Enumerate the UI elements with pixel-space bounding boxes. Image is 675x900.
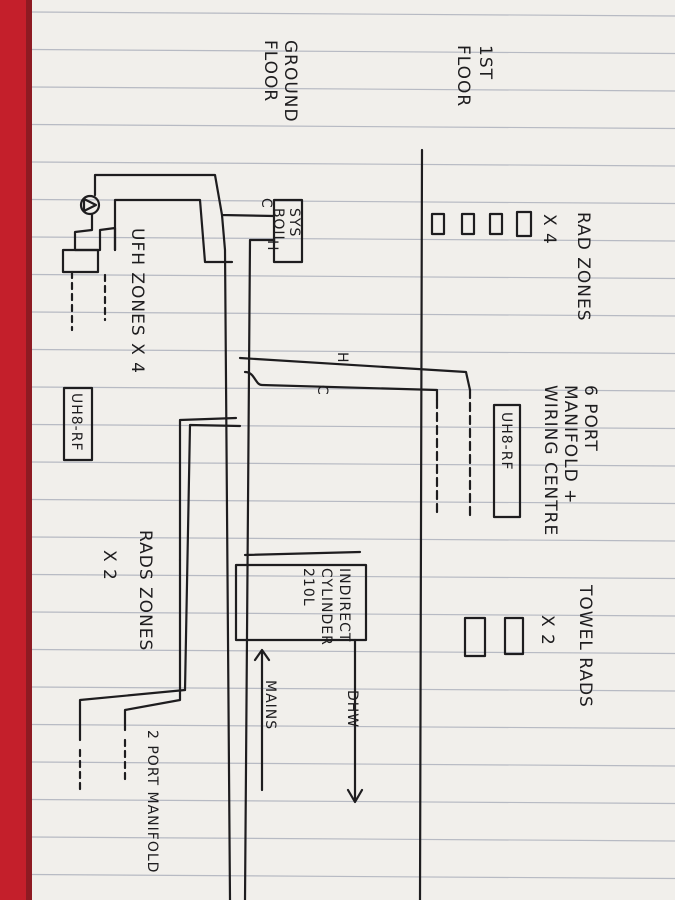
ufh-flow-pipe — [93, 173, 276, 218]
ruled-line — [31, 311, 675, 317]
cold-label: C — [314, 385, 330, 396]
cylinder-label: INDIRECT CYLINDER 210L — [300, 568, 352, 646]
cylinder-coil-pipe — [243, 550, 362, 557]
rads-manifold-pipe-b — [123, 558, 182, 732]
first-floor-label: 1ST FLOOR — [453, 45, 495, 107]
boiler-hot-label: H — [264, 240, 280, 252]
ruled-line — [31, 723, 675, 730]
svg-text:WIRING CENTRE: WIRING CENTRE — [540, 385, 560, 536]
svg-text:FLOOR: FLOOR — [453, 45, 473, 107]
first-floor-cold-pipe — [243, 370, 439, 402]
svg-text:210L: 210L — [300, 568, 316, 607]
ruled-line — [31, 836, 675, 842]
towel-rad — [503, 616, 525, 656]
dhw-label: DHW — [344, 690, 360, 728]
svg-text:RADS ZONES: RADS ZONES — [135, 530, 155, 651]
svg-text:BOIL: BOIL — [270, 208, 286, 244]
ruled-line — [31, 648, 675, 655]
towel-rad — [463, 616, 487, 658]
rads-return-pipe — [183, 423, 242, 692]
rads-zones-label: RADS ZONES X 2 — [99, 530, 155, 651]
svg-text:GROUND: GROUND — [280, 40, 300, 123]
return-main — [220, 213, 232, 900]
svg-text:X 2: X 2 — [537, 615, 557, 646]
rads-manifold-pipe-a — [78, 688, 187, 742]
ruled-line — [31, 48, 675, 55]
rad-zone-radiators — [430, 210, 533, 238]
system-boiler — [272, 198, 304, 264]
boiler-cold-label: C — [258, 198, 274, 209]
ufh-wiring-centre-label: UH8-RF — [68, 393, 84, 452]
ruled-line — [31, 611, 675, 617]
svg-text:X 2: X 2 — [99, 550, 119, 581]
mains-pipe — [253, 648, 271, 792]
ruled-line — [31, 236, 675, 242]
svg-text:FLOOR: FLOOR — [260, 40, 280, 102]
edge-shadow — [26, 0, 32, 900]
ruled-line — [31, 686, 675, 692]
towel-rads-label: TOWEL RADS X 2 — [537, 584, 595, 708]
ufh-zones-label: UFH ZONES X 4 — [127, 228, 147, 374]
svg-text:RAD ZONES: RAD ZONES — [573, 212, 593, 322]
ruled-line — [31, 86, 675, 92]
rads-flow-pipe — [178, 416, 238, 562]
ruled-line — [31, 161, 675, 167]
mains-label: MAINS — [262, 680, 278, 730]
ground-floor-label: GROUND FLOOR — [260, 40, 300, 123]
ruled-line — [31, 761, 675, 767]
ruled-line — [31, 873, 675, 880]
svg-text:X 4: X 4 — [539, 214, 559, 245]
floor-divider — [418, 148, 424, 900]
svg-text:MANIFOLD +: MANIFOLD + — [560, 385, 580, 504]
rad-zones-label: RAD ZONES X 4 — [539, 212, 593, 322]
ufh-manifold — [73, 213, 117, 252]
ufh-return-pipe — [113, 198, 234, 264]
ruled-line — [31, 11, 675, 17]
svg-text:INDIRECT: INDIRECT — [336, 568, 352, 642]
pump-icon — [79, 194, 101, 216]
svg-text:TOWEL RADS: TOWEL RADS — [575, 584, 595, 708]
ufh-manifold-body — [61, 248, 100, 274]
wiring-centre-box — [492, 403, 522, 519]
ruled-line — [31, 348, 675, 355]
svg-text:SYS: SYS — [286, 208, 302, 237]
ruled-line — [31, 461, 675, 467]
dhw-arrow — [346, 638, 364, 804]
ruled-line — [31, 123, 675, 130]
ruled-line — [31, 498, 675, 505]
ruled-line — [31, 536, 675, 542]
svg-text:6 PORT: 6 PORT — [580, 385, 600, 452]
wiring-centre-label: UH8-RF — [498, 412, 514, 471]
ruled-line — [31, 573, 675, 580]
ruled-line — [31, 423, 675, 430]
ruled-line — [31, 273, 675, 280]
pump-arrow-icon — [82, 197, 98, 213]
flow-main — [243, 238, 276, 900]
ruled-line — [31, 386, 675, 392]
ufh-wiring-centre-box — [62, 386, 94, 462]
svg-text:CYLINDER: CYLINDER — [318, 568, 334, 646]
two-port-manifold-label: 2 PORT MANIFOLD — [144, 730, 160, 873]
svg-text:1ST: 1ST — [475, 45, 495, 80]
first-floor-hot-pipe — [238, 356, 472, 392]
indirect-cylinder — [234, 563, 368, 642]
hot-label: H — [334, 352, 350, 364]
manifold-label: 6 PORT MANIFOLD + WIRING CENTRE — [540, 385, 600, 536]
